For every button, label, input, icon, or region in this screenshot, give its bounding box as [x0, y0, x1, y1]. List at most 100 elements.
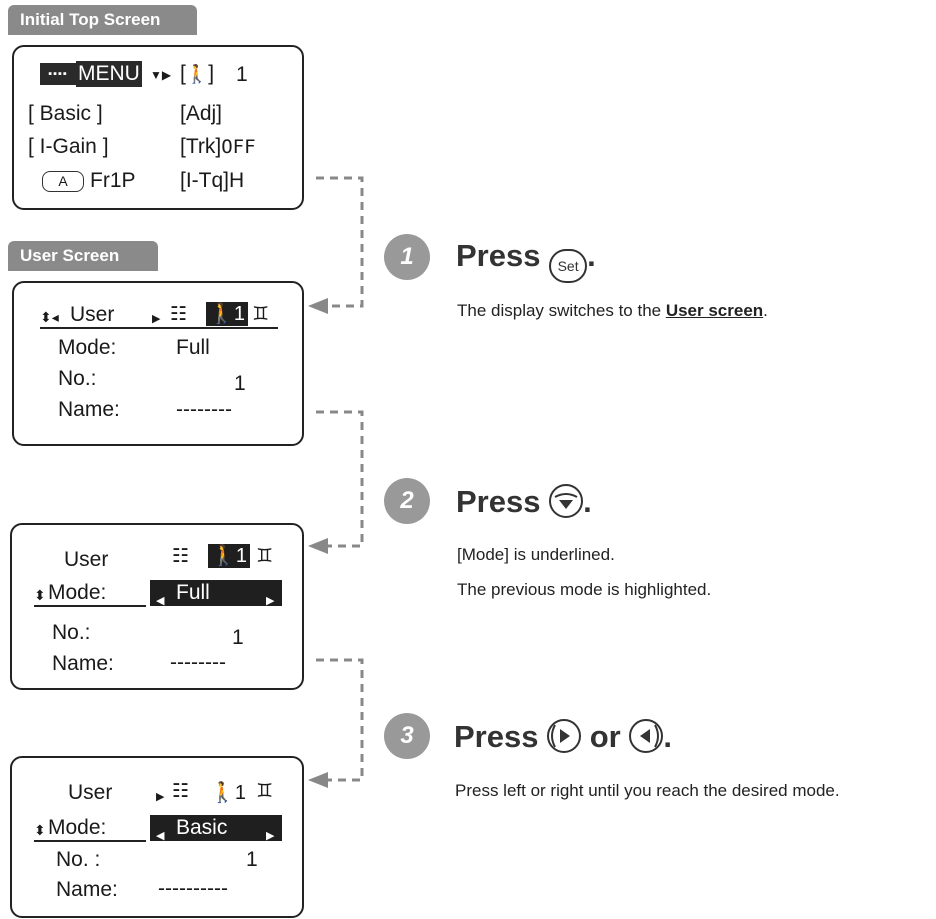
connector-1 — [316, 176, 364, 308]
step-1-press: Press — [456, 238, 541, 273]
connector-2 — [316, 410, 364, 548]
user-screen-link[interactable]: User screen — [665, 301, 764, 320]
arrowhead-1 — [308, 298, 328, 314]
set-button-icon: Set — [549, 249, 588, 283]
initial-top-screen-tag: Initial Top Screen — [8, 5, 197, 35]
user-panel-3: User ▶ ☷ 🚶1 ♊ ⬍ Mode: ◀ Basic ▶ No. : 1 … — [10, 756, 304, 918]
mode-value-highlight-3: ◀ Basic ▶ — [150, 815, 282, 842]
step-3-press: Press — [454, 719, 539, 754]
step-3-or: or — [589, 719, 621, 754]
arrowhead-3 — [308, 772, 328, 788]
menu-icon: ▪▪▪▪ — [40, 63, 76, 85]
name-value-3: ---------- — [158, 877, 228, 900]
no-value-3: 1 — [246, 848, 258, 871]
dual-person-icon: ♊ — [252, 304, 270, 325]
person-num-2: 1 — [235, 545, 248, 567]
list-icon: ☷ — [172, 546, 190, 567]
step-2-desc-2: The previous mode is highlighted. — [457, 580, 712, 599]
mode-underline-3 — [34, 840, 146, 842]
left-arrow-icon: ◀ — [156, 595, 165, 607]
user-title-3: User — [68, 781, 113, 804]
mode-value-2: Full — [176, 581, 210, 604]
no-value-1: 1 — [234, 372, 246, 395]
a-chip: A — [42, 171, 84, 192]
down-button-icon — [549, 484, 584, 518]
person-bracket-icon: [🚶] — [180, 62, 215, 85]
no-value-2: 1 — [232, 626, 244, 649]
step-1-title: Press Set. — [456, 238, 596, 283]
user-panel-2: User ☷ 🚶1 ♊ ⬍ Mode: ◀ Full ▶ No.: 1 Name… — [10, 523, 304, 690]
trk-label: [Trk] — [180, 135, 222, 158]
step-1-desc-post: . — [763, 301, 768, 320]
step-1-end: . — [587, 238, 596, 273]
title-underline-1 — [40, 327, 278, 329]
right-arrow-icon: ▶ — [266, 830, 275, 842]
step-2-title: Press . — [456, 484, 592, 520]
mode-value-1: Full — [176, 336, 210, 359]
person-icon: 🚶 — [211, 545, 236, 567]
person-icon: 🚶 — [209, 303, 234, 325]
no-label-1: No.: — [58, 367, 97, 390]
basic-item: [ Basic ] — [28, 102, 103, 125]
itq-item: [I-Tq]H — [180, 169, 245, 192]
step-1-desc: The display switches to the User screen. — [457, 301, 768, 321]
mode-label-1: Mode: — [58, 336, 117, 359]
updown-icon: ⬍ — [34, 822, 46, 838]
no-label-2: No.: — [52, 621, 91, 644]
person-num-1: 1 — [233, 303, 246, 325]
person-icon: 🚶 — [210, 782, 235, 804]
updown-icon: ⬍ — [34, 587, 46, 603]
arrowhead-2 — [308, 538, 328, 554]
person-value: 1 — [236, 63, 248, 86]
list-icon: ☷ — [170, 304, 188, 325]
no-label-3: No. : — [56, 848, 101, 871]
name-label-1: Name: — [58, 398, 120, 421]
step-3-circle: 3 — [384, 713, 430, 759]
name-value-2: -------- — [170, 651, 226, 674]
right-button-icon — [547, 719, 582, 753]
menu-chevron-icon: ▼▶ — [150, 68, 172, 82]
igain-item: [ I-Gain ] — [28, 135, 109, 158]
name-value-1: -------- — [176, 398, 232, 421]
updown-left-icon: ⬍◂ — [40, 309, 59, 325]
step-1-circle: 1 — [384, 234, 430, 280]
mode-underline-2 — [34, 605, 146, 607]
user-title-2: User — [64, 548, 109, 571]
person-highlight-2: 🚶1 — [208, 544, 251, 568]
step-2-circle: 2 — [384, 478, 430, 524]
adj-item: [Adj] — [180, 102, 223, 125]
step-1-desc-pre: The display switches to the — [457, 301, 666, 320]
person-num-3: 1 — [234, 782, 247, 804]
mode-value-3: Basic — [176, 816, 228, 839]
name-label-3: Name: — [56, 878, 118, 901]
left-arrow-icon: ◀ — [156, 830, 165, 842]
trk-item: [Trk]OFF — [180, 135, 256, 159]
dual-person-icon: ♊ — [256, 546, 274, 567]
left-button-icon — [629, 719, 664, 753]
right-arrow-icon: ▶ — [266, 595, 275, 607]
fr-item: Fr1P — [90, 169, 136, 192]
step-2-end: . — [583, 484, 592, 519]
name-label-2: Name: — [52, 652, 114, 675]
mode-value-highlight-2: ◀ Full ▶ — [150, 580, 282, 607]
mode-label-2: Mode: — [48, 581, 107, 604]
initial-top-panel: ▪▪▪▪ MENU ▼▶ [🚶] 1 [ Basic ] [Adj] [ I-G… — [12, 45, 304, 210]
step-3-title: Press or . — [454, 719, 672, 755]
trk-value: OFF — [221, 136, 256, 158]
menu-label: MENU — [76, 61, 142, 87]
list-icon: ☷ — [172, 781, 190, 802]
connector-3 — [316, 658, 364, 782]
right-arrow-icon: ▶ — [156, 791, 165, 803]
step-3-end: . — [663, 719, 672, 754]
step-2-press: Press — [456, 484, 541, 519]
person-highlight-1: 🚶1 — [206, 302, 249, 326]
step-3-desc-1: Press left or right until you reach the … — [455, 781, 840, 800]
dual-person-icon: ♊ — [256, 781, 274, 802]
user-title-1: User — [70, 303, 115, 326]
person-num-row-3: 🚶1 — [210, 781, 246, 805]
user-screen-tag: User Screen — [8, 241, 158, 271]
step-2-desc-1: [Mode] is underlined. — [457, 545, 615, 564]
right-arrow-icon: ▶ — [152, 313, 161, 325]
user-panel-1: ⬍◂ User ▶ ☷ 🚶1 ♊ Mode: Full No.: 1 Name:… — [12, 281, 304, 446]
mode-label-3: Mode: — [48, 816, 107, 839]
